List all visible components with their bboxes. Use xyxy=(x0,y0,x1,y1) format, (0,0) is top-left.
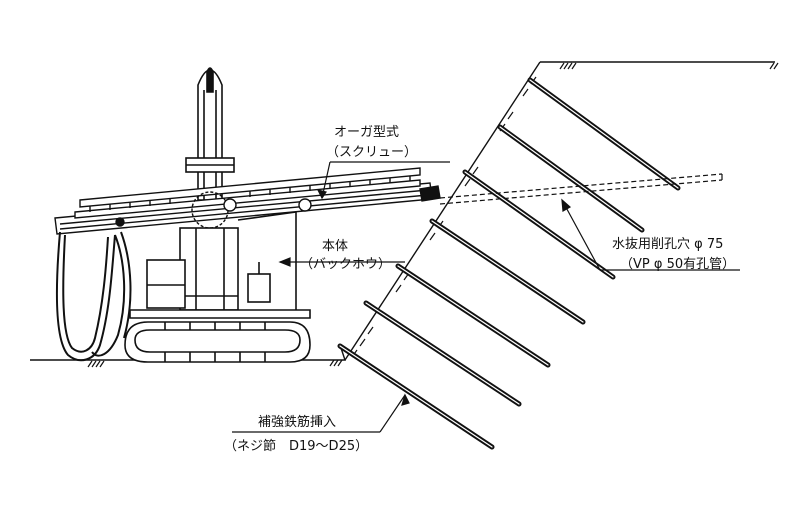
body-label: 本体 xyxy=(322,239,349,254)
rebar-6 xyxy=(363,300,522,407)
rebar-insertion-sublabel: （ネジ節 D19～D25） xyxy=(224,439,369,454)
crawler-tracks xyxy=(124,321,311,363)
backhoe-body xyxy=(129,211,311,319)
body-sublabel: （バックホウ） xyxy=(300,257,392,272)
rebar-3 xyxy=(462,169,616,280)
rebar-4 xyxy=(429,218,586,325)
auger-type-sublabel: （スクリュー） xyxy=(326,145,418,160)
hydraulic-hose xyxy=(55,231,132,362)
rebar-7 xyxy=(337,343,495,450)
rebar-insertion-label: 補強鉄筋挿入 xyxy=(258,415,337,430)
auger-type-label: オーガ型式 xyxy=(334,125,400,140)
rebar-5 xyxy=(395,263,551,368)
rebar-2 xyxy=(497,124,645,233)
ground-hatch-marks xyxy=(87,62,779,368)
reinforcing-bars xyxy=(337,77,681,450)
rebar-1 xyxy=(527,77,681,191)
drainage-hole-dashed xyxy=(439,173,723,205)
leader-lines xyxy=(232,161,740,433)
drain-hole-sublabel: （VP φ 50有孔管） xyxy=(620,257,736,272)
auger-boom xyxy=(54,167,441,235)
drain-hole-label: 水抜用削孔穴 φ 75 xyxy=(612,237,724,252)
drill-mast xyxy=(185,67,235,201)
